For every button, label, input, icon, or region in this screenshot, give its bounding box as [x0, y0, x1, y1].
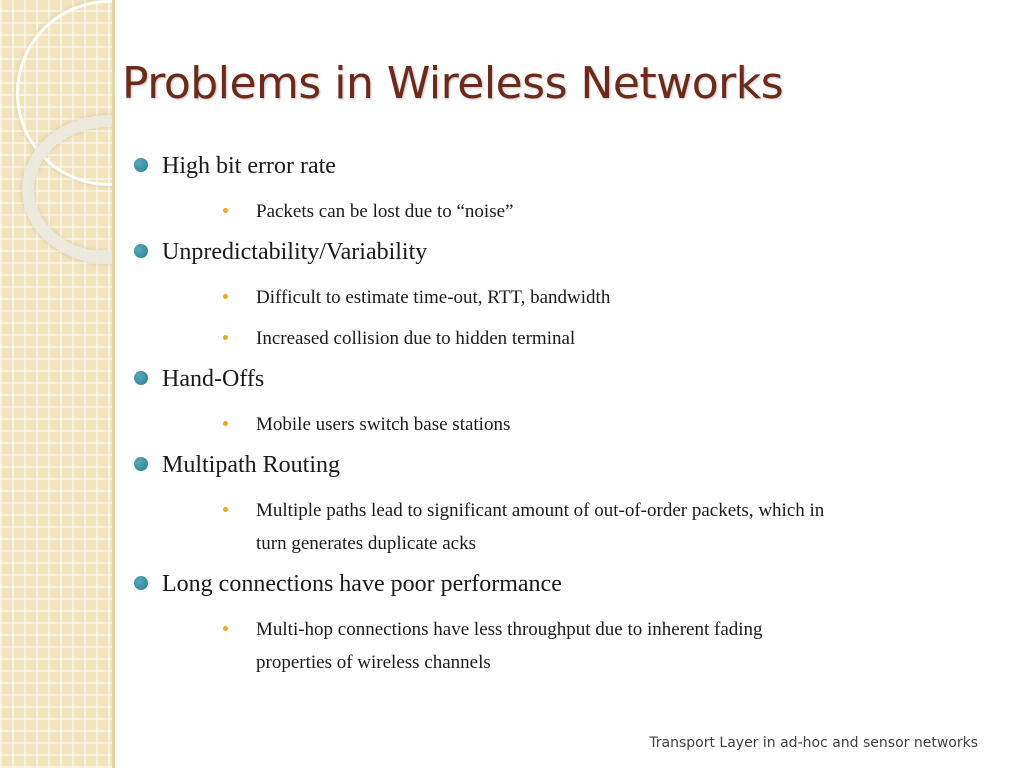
sub-bullet-list: Multi-hop connections have less throughp… [130, 613, 990, 679]
bullet-row: Multipath Routing [130, 449, 990, 481]
sub-bullet-item: Difficult to estimate time-out, RTT, ban… [130, 281, 826, 314]
sub-bullet-list: Mobile users switch base stations [130, 408, 990, 441]
sub-bullet-item: Increased collision due to hidden termin… [130, 322, 826, 355]
decorative-sidebar [0, 0, 112, 768]
bullet-item-high-bit-error-rate: High bit error rate Packets can be lost … [130, 150, 990, 228]
bullet-dot-icon [134, 576, 148, 590]
sidebar-divider [112, 0, 115, 768]
sub-bullet-list: Difficult to estimate time-out, RTT, ban… [130, 281, 990, 355]
sub-bullet-text: Difficult to estimate time-out, RTT, ban… [256, 287, 611, 308]
sub-bullet-item: Multiple paths lead to significant amoun… [130, 494, 826, 560]
slide-title: Problems in Wireless Networks [122, 58, 784, 109]
sub-bullet-item: Multi-hop connections have less throughp… [130, 613, 826, 679]
bullet-item-unpredictability: Unpredictability/Variability Difficult t… [130, 236, 990, 355]
bullet-item-multipath-routing: Multipath Routing Multiple paths lead to… [130, 449, 990, 560]
bullet-text: Hand-Offs [162, 366, 265, 392]
sub-bullet-text: Multiple paths lead to significant amoun… [256, 500, 825, 554]
bullet-dot-icon [134, 158, 148, 172]
sub-bullet-list: Packets can be lost due to “noise” [130, 195, 990, 228]
sub-bullet-dot-icon [223, 421, 228, 426]
sub-bullet-item: Packets can be lost due to “noise” [130, 195, 826, 228]
sub-bullet-dot-icon [223, 507, 228, 512]
sub-bullet-dot-icon [223, 335, 228, 340]
sub-bullet-item: Mobile users switch base stations [130, 408, 826, 441]
sub-bullet-text: Multi-hop connections have less throughp… [256, 619, 763, 673]
slide-footer: Transport Layer in ad-hoc and sensor net… [649, 735, 978, 751]
sub-bullet-dot-icon [223, 294, 228, 299]
bullet-row: High bit error rate [130, 150, 990, 182]
bullet-text: Unpredictability/Variability [162, 239, 428, 265]
bullet-item-long-connections: Long connections have poor performance M… [130, 568, 990, 679]
bullet-row: Unpredictability/Variability [130, 236, 990, 268]
bullet-text: Multipath Routing [162, 452, 341, 478]
bullet-text: High bit error rate [162, 153, 336, 179]
sub-bullet-list: Multiple paths lead to significant amoun… [130, 494, 990, 560]
sub-bullet-text: Packets can be lost due to “noise” [256, 201, 514, 222]
bullet-row: Hand-Offs [130, 363, 990, 395]
bullet-row: Long connections have poor performance [130, 568, 990, 600]
bullet-dot-icon [134, 371, 148, 385]
bullet-dot-icon [134, 457, 148, 471]
sub-bullet-text: Increased collision due to hidden termin… [256, 328, 576, 349]
sub-bullet-dot-icon [223, 208, 228, 213]
bullet-text: Long connections have poor performance [162, 571, 562, 597]
bullet-dot-icon [134, 244, 148, 258]
sub-bullet-dot-icon [223, 626, 228, 631]
bullet-item-hand-offs: Hand-Offs Mobile users switch base stati… [130, 363, 990, 441]
sub-bullet-text: Mobile users switch base stations [256, 414, 511, 435]
bullet-list: High bit error rate Packets can be lost … [130, 150, 990, 687]
